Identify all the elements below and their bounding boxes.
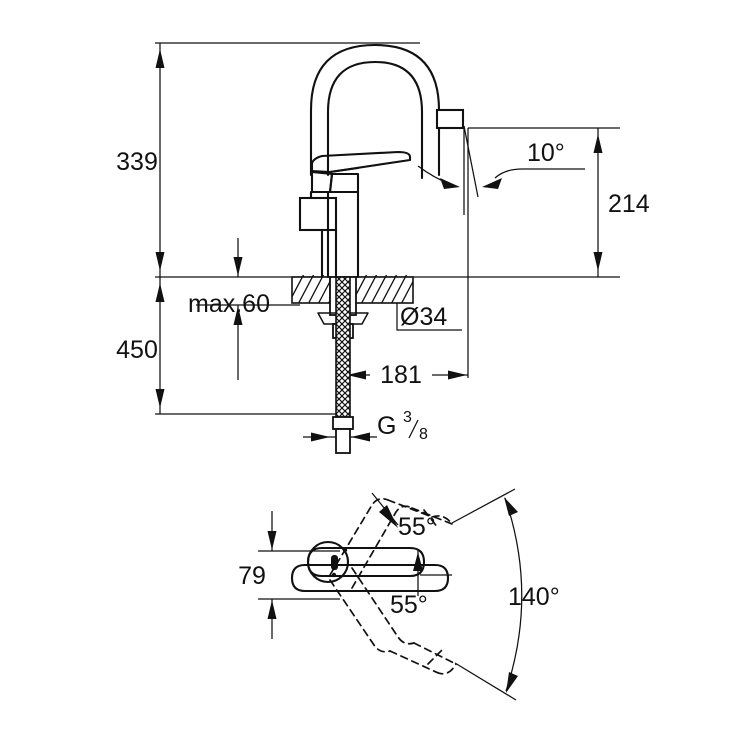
dimension-swivel-total: 140° [451,488,560,701]
hose-thread-tail [335,428,351,454]
leader-line-diameter [396,296,462,331]
dim-label-backdrop-181 [370,362,432,388]
spout-dashed-lower-edge-b [351,567,415,645]
dimension-supply-length: 450 [116,277,165,414]
hose-fitting [332,416,354,430]
aerator-outlet [435,108,465,130]
spout-dashed-upper-edge-b [351,505,413,589]
arrowhead-140-lower [506,672,518,693]
spout-dashed-upper-joint [423,509,439,529]
spout-dashed-upper-arm-b [411,507,453,525]
lever-handle-hub [328,172,360,194]
braided-supply-hose [335,276,351,418]
spout-dashed-upper-edge-a [329,497,389,576]
dimension-label-thread-g: G [377,412,396,440]
arc-leader-upper [451,488,516,524]
side-elevation-view: 339 450 max.60 [116,42,650,454]
dimension-label-handle-width: 79 [238,562,266,590]
dimension-label-mounting-hole: Ø34 [400,303,447,331]
body-column-inner [320,228,338,279]
base-cap-plan [306,540,350,584]
dimension-label-thread-denominator: 8 [419,426,428,443]
spout-dashed-lower-arm-b [413,642,457,665]
dimension-label-spout-height: 214 [608,190,650,218]
arrowhead-angle-left [440,178,460,189]
arrowhead-339-top [155,49,165,68]
dimension-deck-thickness: max.60 [188,238,384,380]
sink-deck [291,275,414,304]
dimension-label-swivel-lower: 55° [390,591,428,619]
arrowhead-450-bottom [155,389,165,408]
dimension-label-swivel-upper: 55° [398,513,436,541]
top-plan-view: 79 [238,488,560,701]
dimension-mounting-hole: Ø34 [396,296,462,331]
lever-handle-edge [328,166,360,174]
index-dot-lower [331,572,337,578]
arrowhead-79-lower [267,600,277,619]
dimension-aerator-angle: 10° [417,125,585,215]
dimension-swivel-upper: 55° [371,492,436,541]
spout-dashed-lower-tip [435,663,457,675]
side-view-extension-lines [155,42,620,415]
lever-handle [310,150,412,174]
spout-inner-curve [326,60,424,180]
faucet-side-profile [298,43,465,279]
spout-dashed-lower-joint [427,647,445,665]
dimension-handle-width: 79 [238,511,277,639]
dimension-label-thread-numerator: 3 [403,409,412,426]
arrowhead-450-top [155,283,165,302]
handle-body-plan [306,546,426,578]
arrowhead-140-upper [504,497,518,516]
dimension-label-deck-thickness: max.60 [188,290,270,318]
arrowhead-181-left [347,370,366,380]
arrowhead-angle-right [482,178,502,189]
arrowhead-thread-left [311,432,330,442]
arrowhead-max60-lower [233,306,243,325]
arc-leader-lower [454,662,517,701]
spout-arm-plan [290,563,450,593]
arrowhead-214-top [593,134,603,153]
spout-outer-curve [309,43,441,177]
dimension-overall-height: 339 [116,43,165,277]
dimension-spout-height: 214 [593,128,650,277]
dimension-label-swivel-total: 140° [508,583,560,611]
dimension-spout-reach: 181 [346,361,468,389]
arrowhead-swivel-upper [379,505,398,528]
arrowhead-339-bottom [155,252,165,271]
dimension-label-spout-reach: 181 [380,361,422,389]
index-dot-upper [342,547,348,553]
arrowhead-181-right [448,370,467,380]
lever-slot-plan [331,555,338,570]
spout-dashed-lower-edge-a [329,579,391,653]
dimension-label-overall-height: 339 [116,148,158,176]
dimension-swivel-lower: 55° [390,550,428,619]
dimension-label-supply-length: 450 [116,336,158,364]
mounting-assembly [317,276,369,454]
body-column [326,190,360,279]
fraction-slash [408,419,419,439]
arrowhead-swivel-lower [413,552,423,571]
dimension-label-aerator-angle: 10° [527,139,565,167]
swivel-range-indicators: 55° 55° 140° [329,488,560,701]
spout-dashed-lower-arm-a [389,650,437,673]
faucet-plan-profile [290,540,450,593]
cartridge-housing [298,196,338,232]
arrowhead-79-upper [267,531,277,550]
arrowhead-max60-upper [233,257,243,276]
deck-hatch-right [355,275,413,303]
arc-140 [504,497,523,692]
spout-dashed-upper-tip [431,515,453,525]
arrowhead-thread-right [351,432,370,442]
spout-position-lower-dashed [329,567,457,675]
mounting-washer [317,312,369,325]
spout-dashed-upper-arm-a [387,499,433,518]
angle-ref-line-tilted [463,125,479,198]
leader-angle-right [494,168,523,179]
arrowhead-214-bottom [593,252,603,271]
deck-hatch-left [292,275,330,303]
